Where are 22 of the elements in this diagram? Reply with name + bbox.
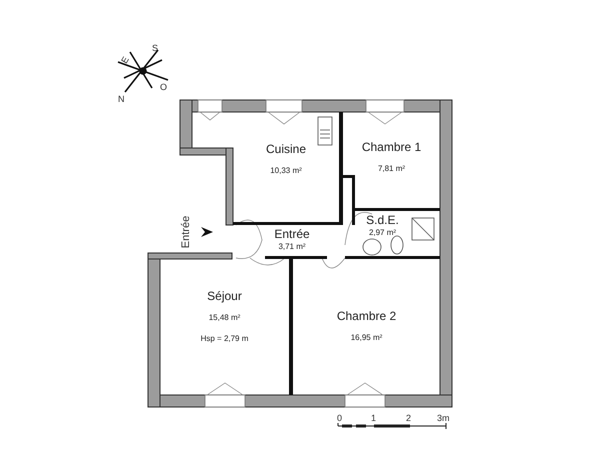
scale-tick-label: 3m	[437, 413, 450, 423]
compass-letter: N	[118, 94, 124, 104]
compass-letter: S	[152, 43, 158, 53]
scale-tick-label: 0	[337, 413, 342, 423]
entrance-label: Entrée	[180, 216, 192, 248]
area-text: 2,97 m²	[368, 228, 396, 237]
compass-letter: E	[119, 54, 131, 66]
room-name: S.d.E.	[366, 213, 399, 227]
compass-letter: O	[160, 82, 168, 92]
room-name: Chambre 2	[336, 309, 396, 323]
room-name: Cuisine	[266, 142, 306, 156]
room-name: Entrée	[274, 227, 310, 241]
room-name: Séjour	[207, 289, 242, 303]
area-text: 3,71 m²	[278, 242, 306, 251]
area-text: 10,33 m²	[270, 166, 302, 175]
scale-tick-label: 2	[406, 413, 412, 423]
area-text: 15,48 m²	[208, 313, 240, 322]
area-text: 16,95 m²	[350, 333, 382, 342]
scale-tick-label: 1	[371, 413, 376, 423]
ceiling-height-text: Hsp = 2,79 m	[200, 334, 248, 343]
room-name: Chambre 1	[362, 140, 422, 154]
area-text: 7,81 m²	[378, 164, 406, 173]
